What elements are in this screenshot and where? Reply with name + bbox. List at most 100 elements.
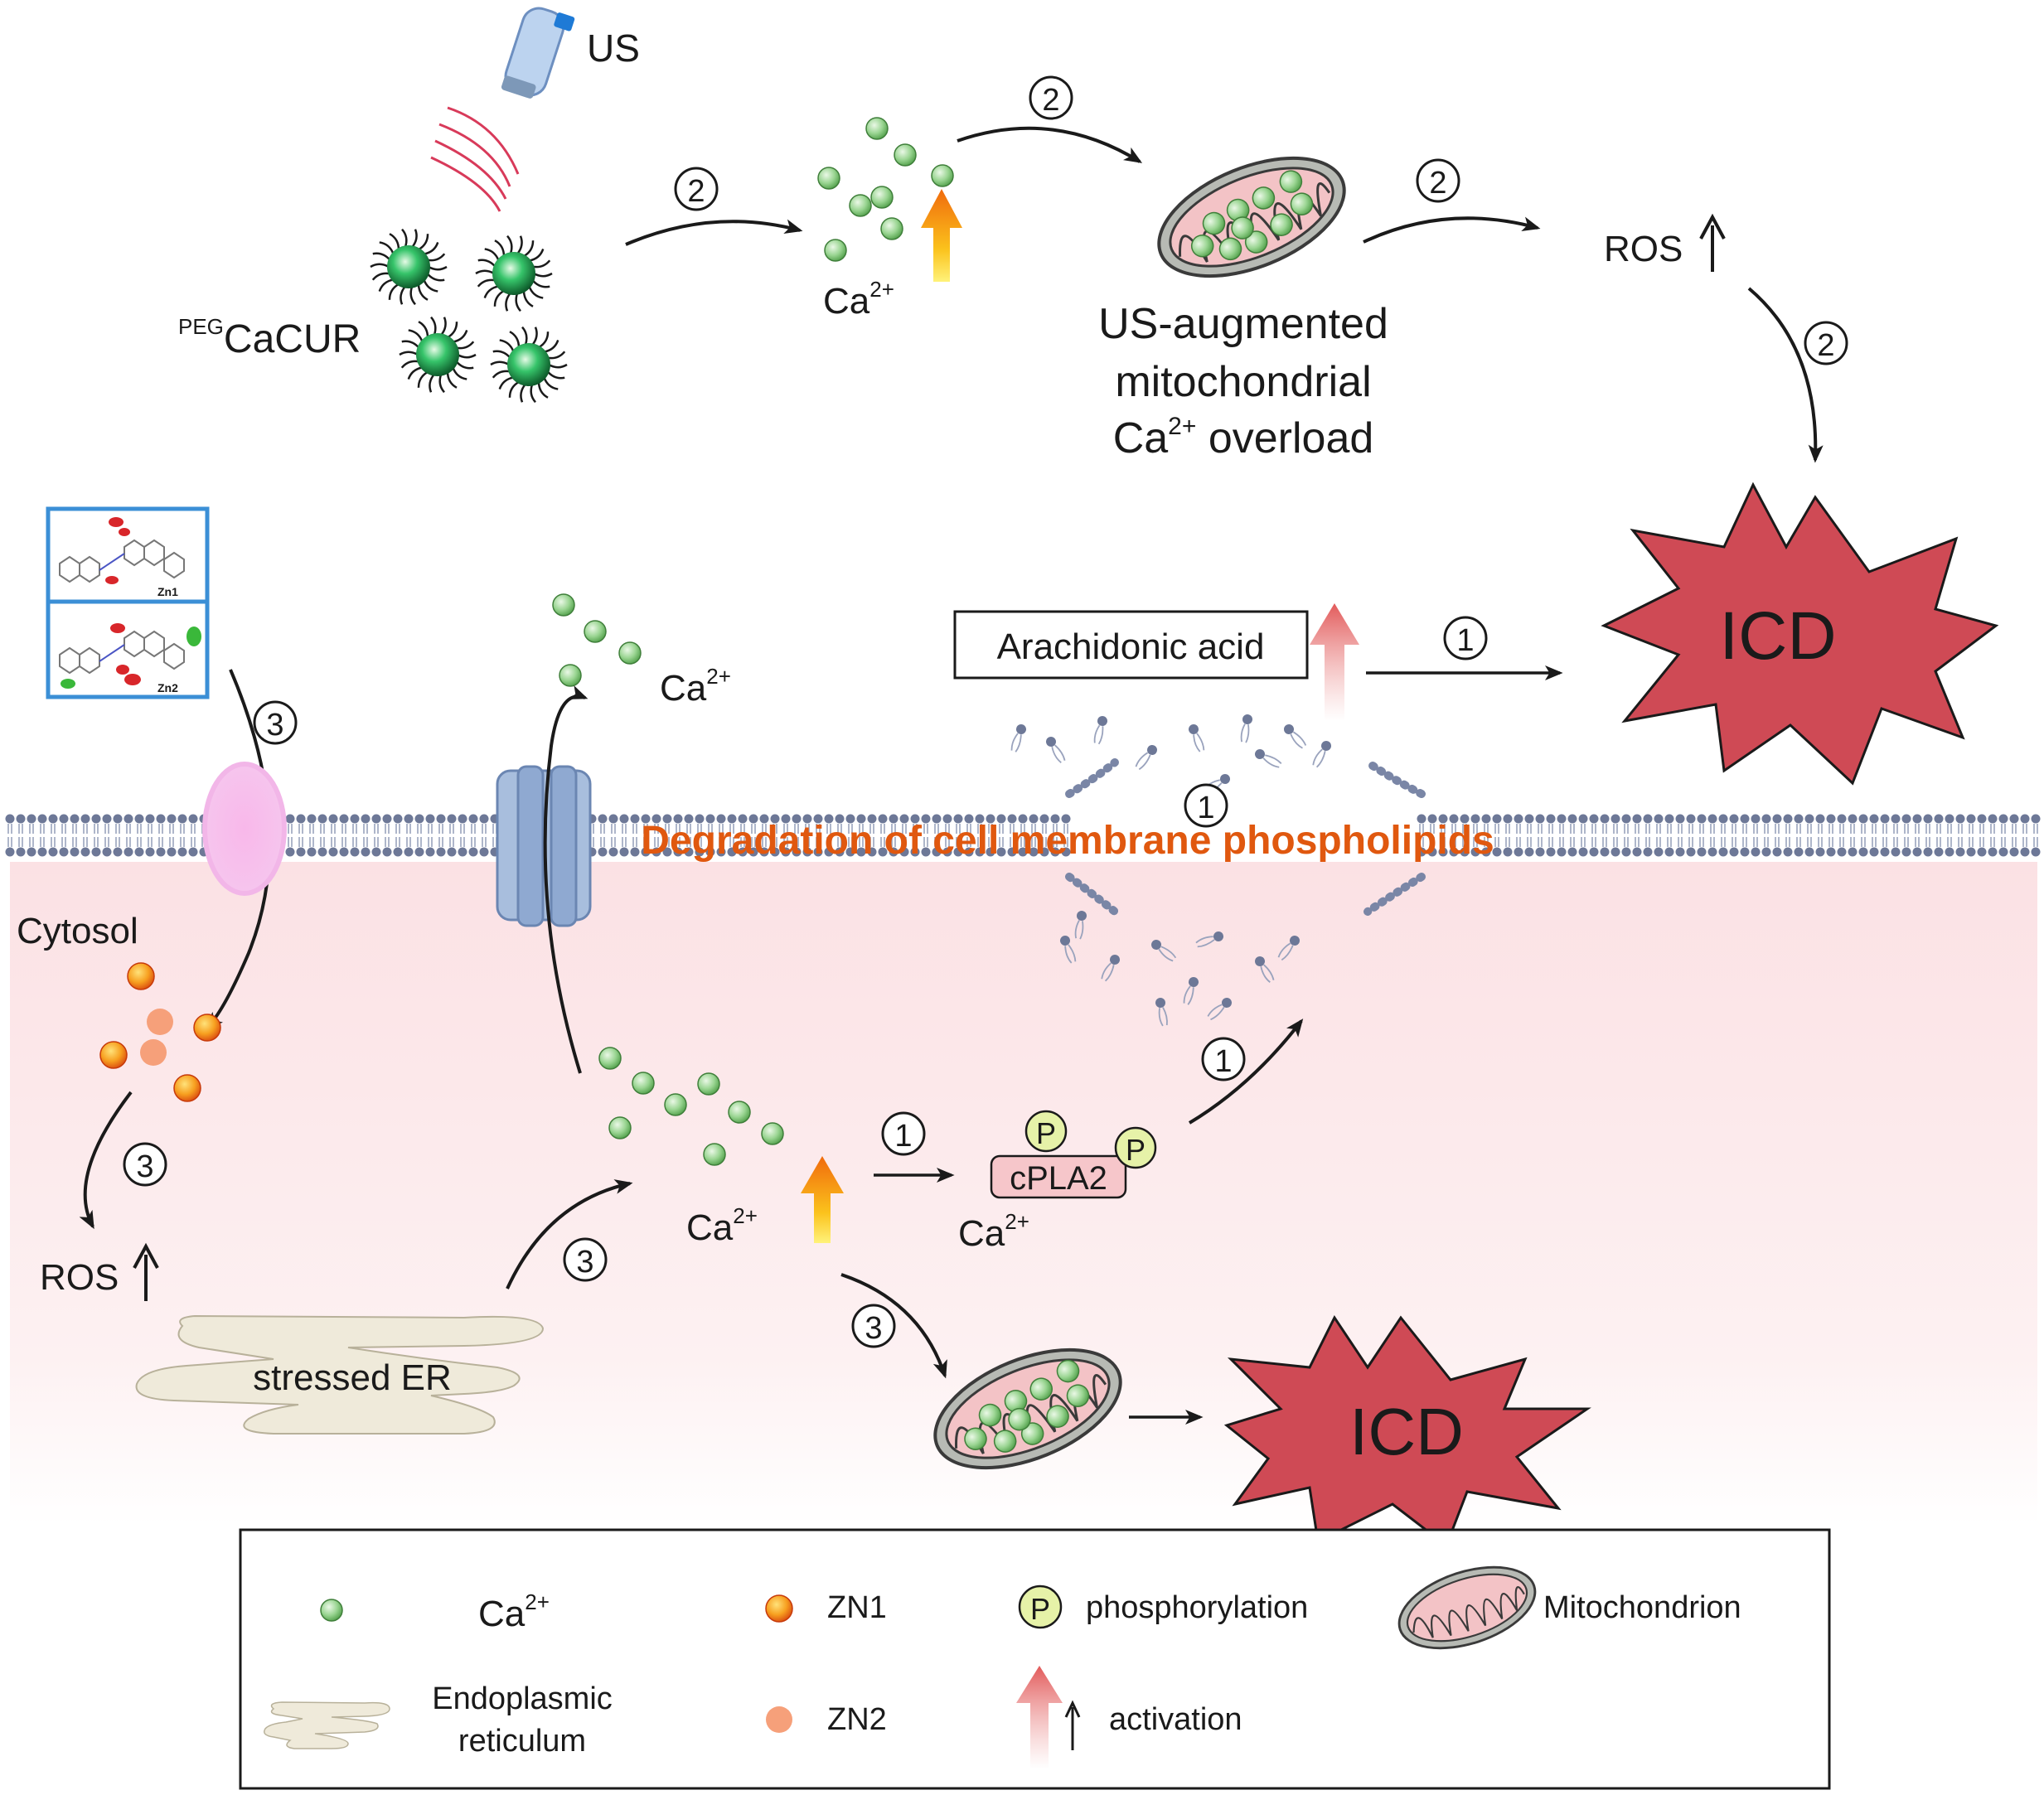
legend-zn1-swatch-icon	[765, 1594, 793, 1623]
ca-ions-extracellular-icon	[552, 593, 642, 687]
step-2-badge: 2	[674, 167, 719, 211]
svg-text:3: 3	[865, 1311, 882, 1346]
activation-arrow-red-icon	[1310, 603, 1359, 721]
legend-activation-label: activation	[1109, 1702, 1242, 1737]
arrow-zn-into-cell	[205, 669, 272, 1030]
stressed-er-label: stressed ER	[253, 1357, 452, 1398]
cell-membrane-right	[1416, 813, 2042, 858]
svg-text:3: 3	[266, 708, 283, 743]
us-augmented-line1: US-augmented	[1098, 300, 1388, 348]
step-3-badge: 3	[253, 700, 298, 745]
stressed-er-icon	[135, 1314, 545, 1435]
svg-text:1: 1	[894, 1119, 912, 1154]
legend-zn2-swatch-icon	[766, 1706, 792, 1733]
legend-mitochondrion-label: Mitochondrion	[1543, 1590, 1741, 1625]
arrow-nano-to-ca	[625, 219, 803, 246]
icd-label-top: ICD	[1719, 598, 1836, 674]
arrow-ca-efflux	[543, 685, 588, 1074]
phosphorylation-badge-icon: P	[1024, 1110, 1068, 1153]
svg-text:1: 1	[1197, 791, 1214, 825]
legend-zn1-label: ZN1	[827, 1590, 887, 1625]
pegcacur-main: CaCUR	[224, 317, 361, 361]
phosphorylation-badge-icon: P	[1114, 1126, 1157, 1169]
step-1-badge: 1	[881, 1111, 926, 1156]
nanoparticle-icon	[370, 228, 448, 306]
legend-zn2-label: ZN2	[827, 1702, 887, 1737]
svg-text:3: 3	[576, 1245, 593, 1280]
ultrasound-probe-icon	[501, 7, 575, 99]
svg-text:2: 2	[1042, 83, 1059, 118]
ca-label-cpla2: Ca2+	[958, 1209, 1029, 1254]
zn-complexes-cytosol-icon	[99, 962, 221, 1102]
pegcacur-label: PEGCaCUR	[178, 314, 361, 361]
zn-complex-structures-icon: Zn1 Zn2	[46, 506, 210, 699]
arrow-cpla2-to-membrane	[1188, 1018, 1304, 1125]
step-3-badge: 3	[563, 1237, 608, 1282]
svg-text:P: P	[1030, 1592, 1050, 1626]
ros-label-cytosol: ROS	[40, 1257, 119, 1298]
step-2-badge: 2	[1804, 321, 1848, 365]
ca-label-extracellular: Ca2+	[660, 664, 731, 709]
svg-text:2: 2	[687, 174, 705, 209]
svg-text:P: P	[1036, 1116, 1056, 1150]
svg-text:1: 1	[1456, 623, 1474, 658]
ca-ions-top-icon	[817, 117, 954, 262]
nanoparticle-cluster-icon	[370, 228, 568, 404]
arrow-zn-to-ros	[79, 1091, 133, 1230]
legend-ca-swatch-icon	[320, 1599, 343, 1622]
us-augmented-line3: Ca2+ overload	[1113, 413, 1374, 462]
ultrasound-waves-icon	[430, 106, 520, 212]
arrow-er-to-ca	[506, 1179, 633, 1289]
nanoparticle-icon	[399, 316, 477, 394]
cpla2-box	[990, 1154, 1127, 1199]
step-3-badge: 3	[123, 1142, 167, 1187]
degradation-label: Degradation of cell membrane phospholipi…	[641, 819, 1494, 863]
ca-label-top: Ca2+	[823, 277, 894, 322]
step-2-badge: 2	[1029, 75, 1073, 120]
legend-phosphorylation-label: phosphorylation	[1086, 1590, 1308, 1625]
arachidonic-acid-label: Arachidonic acid	[997, 627, 1265, 667]
svg-text:2: 2	[1817, 328, 1834, 363]
activation-arrow-icon	[801, 1156, 844, 1243]
us-label: US	[587, 27, 640, 70]
svg-text:1: 1	[1214, 1044, 1232, 1079]
arrow-ca-to-mito-bottom	[840, 1273, 947, 1379]
legend-ca-label: Ca2+	[478, 1589, 550, 1634]
svg-text:3: 3	[136, 1149, 153, 1184]
zn1-structure-caption: Zn1	[157, 585, 178, 598]
scattered-phospholipids-icon	[1010, 714, 1331, 1027]
legend-er-line1: Endoplasmic	[432, 1681, 613, 1716]
step-3-badge: 3	[851, 1304, 896, 1348]
pegcacur-sup: PEG	[178, 314, 224, 339]
zn2-structure-caption: Zn2	[157, 681, 178, 694]
cytosol-label: Cytosol	[17, 911, 138, 951]
arrow-ca-to-mito	[957, 126, 1143, 163]
ros-up-arrow-icon	[1699, 213, 1726, 272]
legend-er-swatch-icon	[264, 1701, 390, 1749]
nanoparticle-icon	[475, 235, 553, 312]
cpla2-label: cPLA2	[1010, 1160, 1107, 1197]
arrow-ros-to-icd	[1747, 287, 1824, 463]
legend-phosphorylation-swatch-icon: P	[1018, 1585, 1063, 1629]
membrane-transporter-icon	[202, 762, 287, 896]
icd-burst-top-icon	[1601, 481, 1999, 786]
membrane-pore-edges	[1065, 758, 1426, 916]
legend-activation-swatch-icon	[1016, 1666, 1081, 1769]
arrow-mito-to-ros	[1363, 216, 1541, 244]
ros-label-top: ROS	[1604, 229, 1683, 269]
step-2-badge: 2	[1416, 158, 1460, 203]
nanoparticle-icon	[490, 326, 568, 404]
step-1-badge: 1	[1184, 783, 1228, 828]
us-augmented-line2: mitochondrial	[1115, 358, 1371, 406]
mitochondrion-calcium-overload-icon	[1141, 133, 1363, 302]
step-1-badge: 1	[1443, 616, 1488, 660]
svg-text:P: P	[1126, 1133, 1146, 1167]
step-1-badge: 1	[1201, 1037, 1246, 1081]
arachidonic-acid-box	[953, 610, 1309, 680]
icd-label-bottom: ICD	[1349, 1395, 1464, 1468]
activation-arrow-icon	[921, 189, 962, 282]
ca-label-cytosol: Ca2+	[686, 1203, 758, 1248]
ros-up-arrow-icon	[133, 1242, 159, 1301]
legend-er-line2: reticulum	[458, 1724, 586, 1759]
